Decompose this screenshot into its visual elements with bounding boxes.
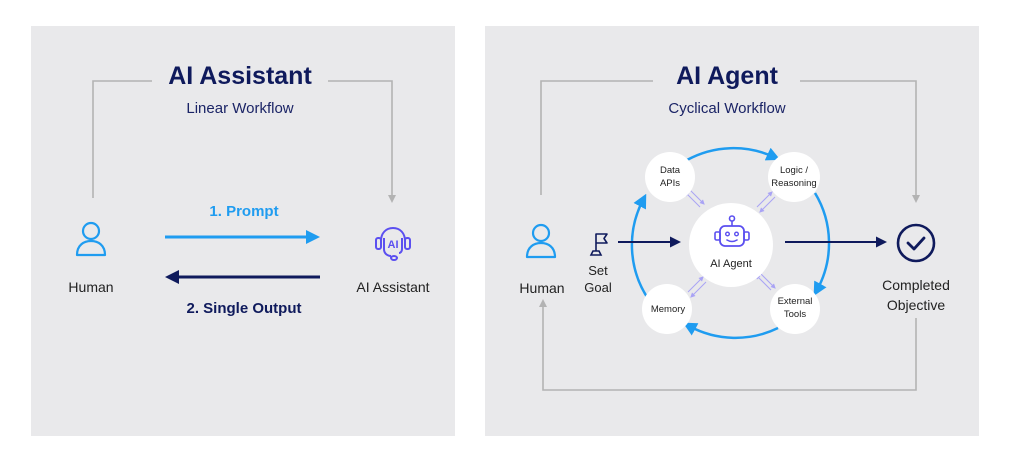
agent-cycle-arcs: [630, 146, 831, 340]
node-data-apis: [645, 152, 695, 202]
svg-text:AI: AI: [388, 239, 399, 251]
assistant-human-label: Human: [68, 279, 114, 295]
node-logic-reasoning: [768, 152, 820, 202]
node-external-tools: [770, 284, 820, 334]
completed-objective-label: Completed Objective: [882, 277, 950, 313]
check-circle-icon: [896, 223, 936, 263]
agent-center-label: AI Agent: [710, 258, 752, 270]
node-memory: [642, 284, 692, 334]
agent-top-connector: [540, 80, 920, 203]
agent-node-links: [684, 188, 776, 298]
assistant-subtitle: Linear Workflow: [186, 100, 294, 117]
agent-feedback-loop: [539, 299, 917, 391]
arc-memory-to-data: [630, 193, 651, 301]
agent-human-label: Human: [519, 280, 565, 296]
node-memory-label: Memory: [650, 304, 686, 315]
step-output-label: 2. Single Output: [186, 300, 302, 317]
ai-headset-icon: AI: [375, 226, 411, 261]
set-goal-label: Set Goal: [584, 263, 612, 295]
arc-tools-to-memory: [682, 322, 779, 340]
node-logic-label: Logic / Reasoning: [771, 165, 817, 189]
robot-icon: [714, 215, 750, 247]
assistant-title: AI Assistant: [168, 62, 312, 90]
person-icon: [525, 223, 557, 259]
node-tools-label: External Tools: [777, 296, 813, 320]
node-data-apis-label: Data APIs: [659, 165, 681, 189]
assistant-bracket-connector: [92, 80, 396, 203]
arc-data-to-logic: [686, 146, 781, 162]
assistant-ai-label: AI Assistant: [356, 279, 430, 295]
agent-title: AI Agent: [676, 62, 778, 90]
step-prompt-label: 1. Prompt: [209, 203, 279, 220]
agent-subtitle: Cyclical Workflow: [668, 100, 786, 117]
flag-icon: [589, 233, 608, 256]
person-icon: [75, 221, 107, 257]
